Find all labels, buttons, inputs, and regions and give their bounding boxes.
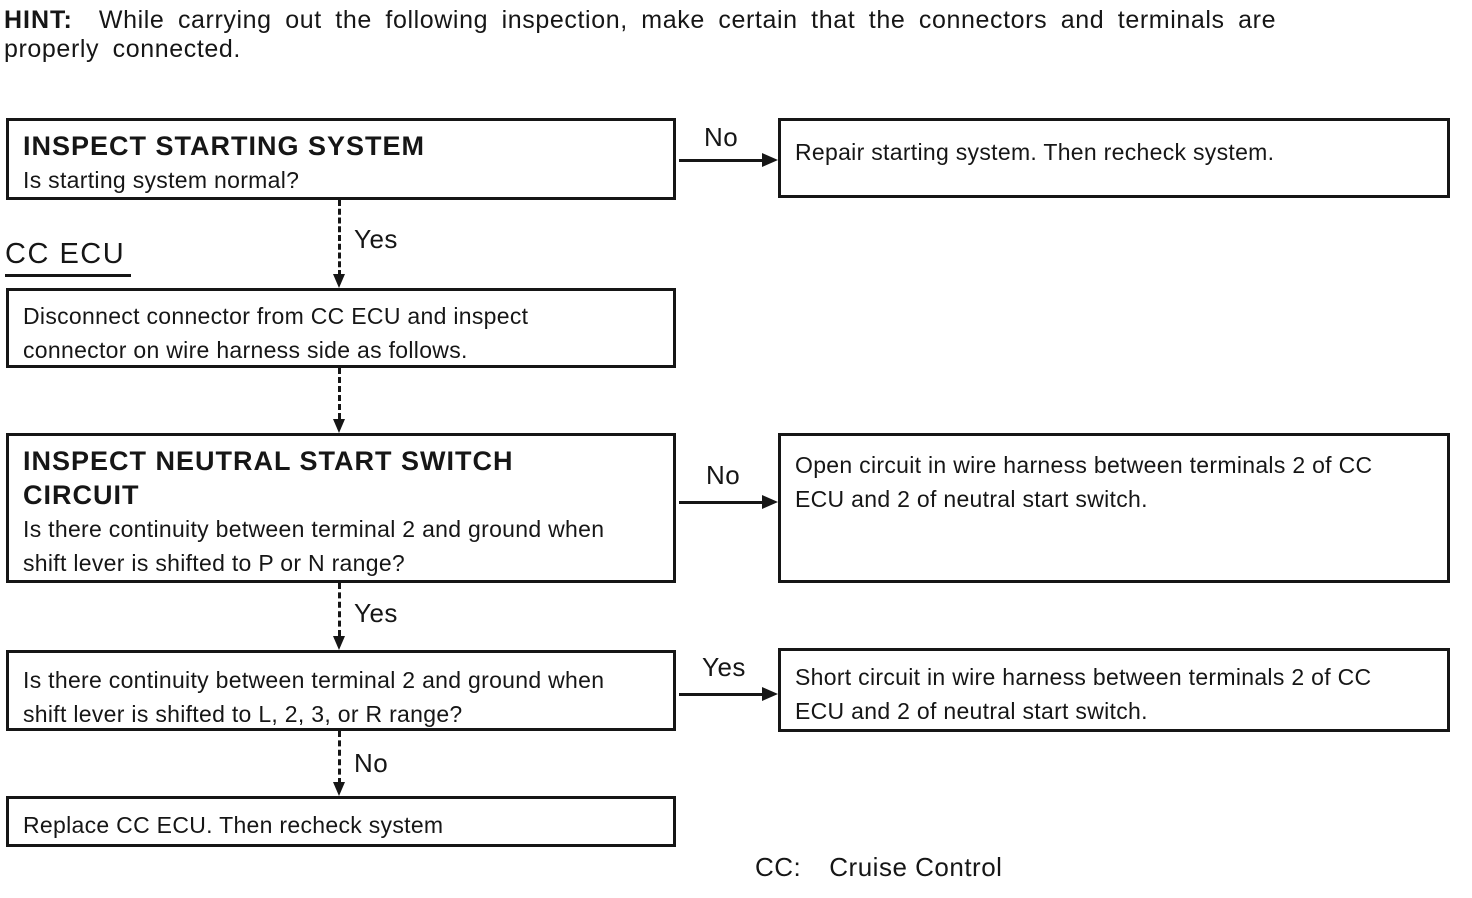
hint-text-line1: While carrying out the following inspect…	[98, 6, 1277, 34]
flow-box-replace-cc-ecu: Replace CC ECU. Then recheck system	[6, 796, 676, 847]
footnote-meaning: Cruise Control	[829, 852, 1003, 882]
box5-text: Replace CC ECU. Then recheck system	[23, 812, 444, 838]
box1-title: INSPECT STARTING SYSTEM	[23, 131, 426, 161]
result1-text: Repair starting system. Then recheck sys…	[795, 139, 1275, 165]
arrowhead-box1-no-icon	[762, 153, 778, 167]
box3-question-line1: Is there continuity between terminal 2 a…	[23, 516, 605, 542]
flow-box-disconnect-connector: Disconnect connector from CC ECU and ins…	[6, 288, 676, 368]
box2-text-line1: Disconnect connector from CC ECU and ins…	[23, 303, 529, 329]
flow-box-inspect-neutral-start-switch: INSPECT NEUTRAL START SWITCH CIRCUIT Is …	[6, 433, 676, 583]
footnote-abbr: CC:	[755, 852, 802, 882]
flow-box-repair-starting-system: Repair starting system. Then recheck sys…	[778, 118, 1450, 198]
section-label-cc-ecu: CC ECU	[5, 238, 132, 277]
box4-question-line1: Is there continuity between terminal 2 a…	[23, 667, 605, 693]
edge-label-box3-yes: Yes	[354, 598, 398, 628]
connector-line-box3-yes	[338, 583, 341, 636]
result2-text-line1: Open circuit in wire harness between ter…	[795, 452, 1373, 478]
hint-text-line2: properly connected.	[4, 35, 241, 63]
box3-title-line1: INSPECT NEUTRAL START SWITCH	[23, 446, 514, 476]
hint-paragraph: HINT: While carrying out the following in…	[4, 6, 1470, 64]
box4-question-line2: shift lever is shifted to L, 2, 3, or R …	[23, 701, 463, 727]
edge-label-box4-no: No	[354, 748, 389, 778]
hint-line1: HINT: While carrying out the following in…	[4, 6, 1470, 35]
connector-line-box3-no	[679, 501, 767, 504]
hint-label: HINT:	[4, 6, 73, 34]
result2-text-line2: ECU and 2 of neutral start switch.	[795, 486, 1148, 512]
flow-box-short-circuit: Short circuit in wire harness between te…	[778, 648, 1450, 732]
arrowhead-box3-yes-icon	[333, 636, 345, 650]
arrowhead-box1-yes-icon	[333, 274, 345, 288]
result3-text-line2: ECU and 2 of neutral start switch.	[795, 698, 1148, 724]
arrowhead-box2-box3-icon	[333, 419, 345, 433]
flow-box-continuity-l23r: Is there continuity between terminal 2 a…	[6, 650, 676, 731]
box3-question-line2: shift lever is shifted to P or N range?	[23, 550, 406, 576]
box2-text-line2: connector on wire harness side as follow…	[23, 337, 468, 363]
connector-line-box1-yes	[338, 200, 341, 276]
edge-label-box1-yes: Yes	[354, 224, 398, 254]
footnote-cc-abbreviation: CC: Cruise Control	[755, 852, 1002, 883]
box1-question: Is starting system normal?	[23, 167, 300, 193]
flow-box-inspect-starting-system: INSPECT STARTING SYSTEM Is starting syst…	[6, 118, 676, 200]
connector-line-box2-box3	[338, 368, 341, 419]
arrowhead-box4-no-icon	[333, 782, 345, 796]
arrowhead-box4-yes-icon	[762, 687, 778, 701]
connector-line-box4-yes	[679, 693, 767, 696]
result3-text-line1: Short circuit in wire harness between te…	[795, 664, 1372, 690]
edge-label-box4-yes: Yes	[702, 652, 746, 682]
edge-label-box3-no: No	[706, 460, 741, 490]
box3-title-line2: CIRCUIT	[23, 480, 140, 510]
connector-line-box4-no	[338, 731, 341, 784]
edge-label-box1-no: No	[704, 122, 739, 152]
arrowhead-box3-no-icon	[762, 495, 778, 509]
connector-line-box1-no	[679, 159, 767, 162]
flow-box-open-circuit: Open circuit in wire harness between ter…	[778, 433, 1450, 583]
